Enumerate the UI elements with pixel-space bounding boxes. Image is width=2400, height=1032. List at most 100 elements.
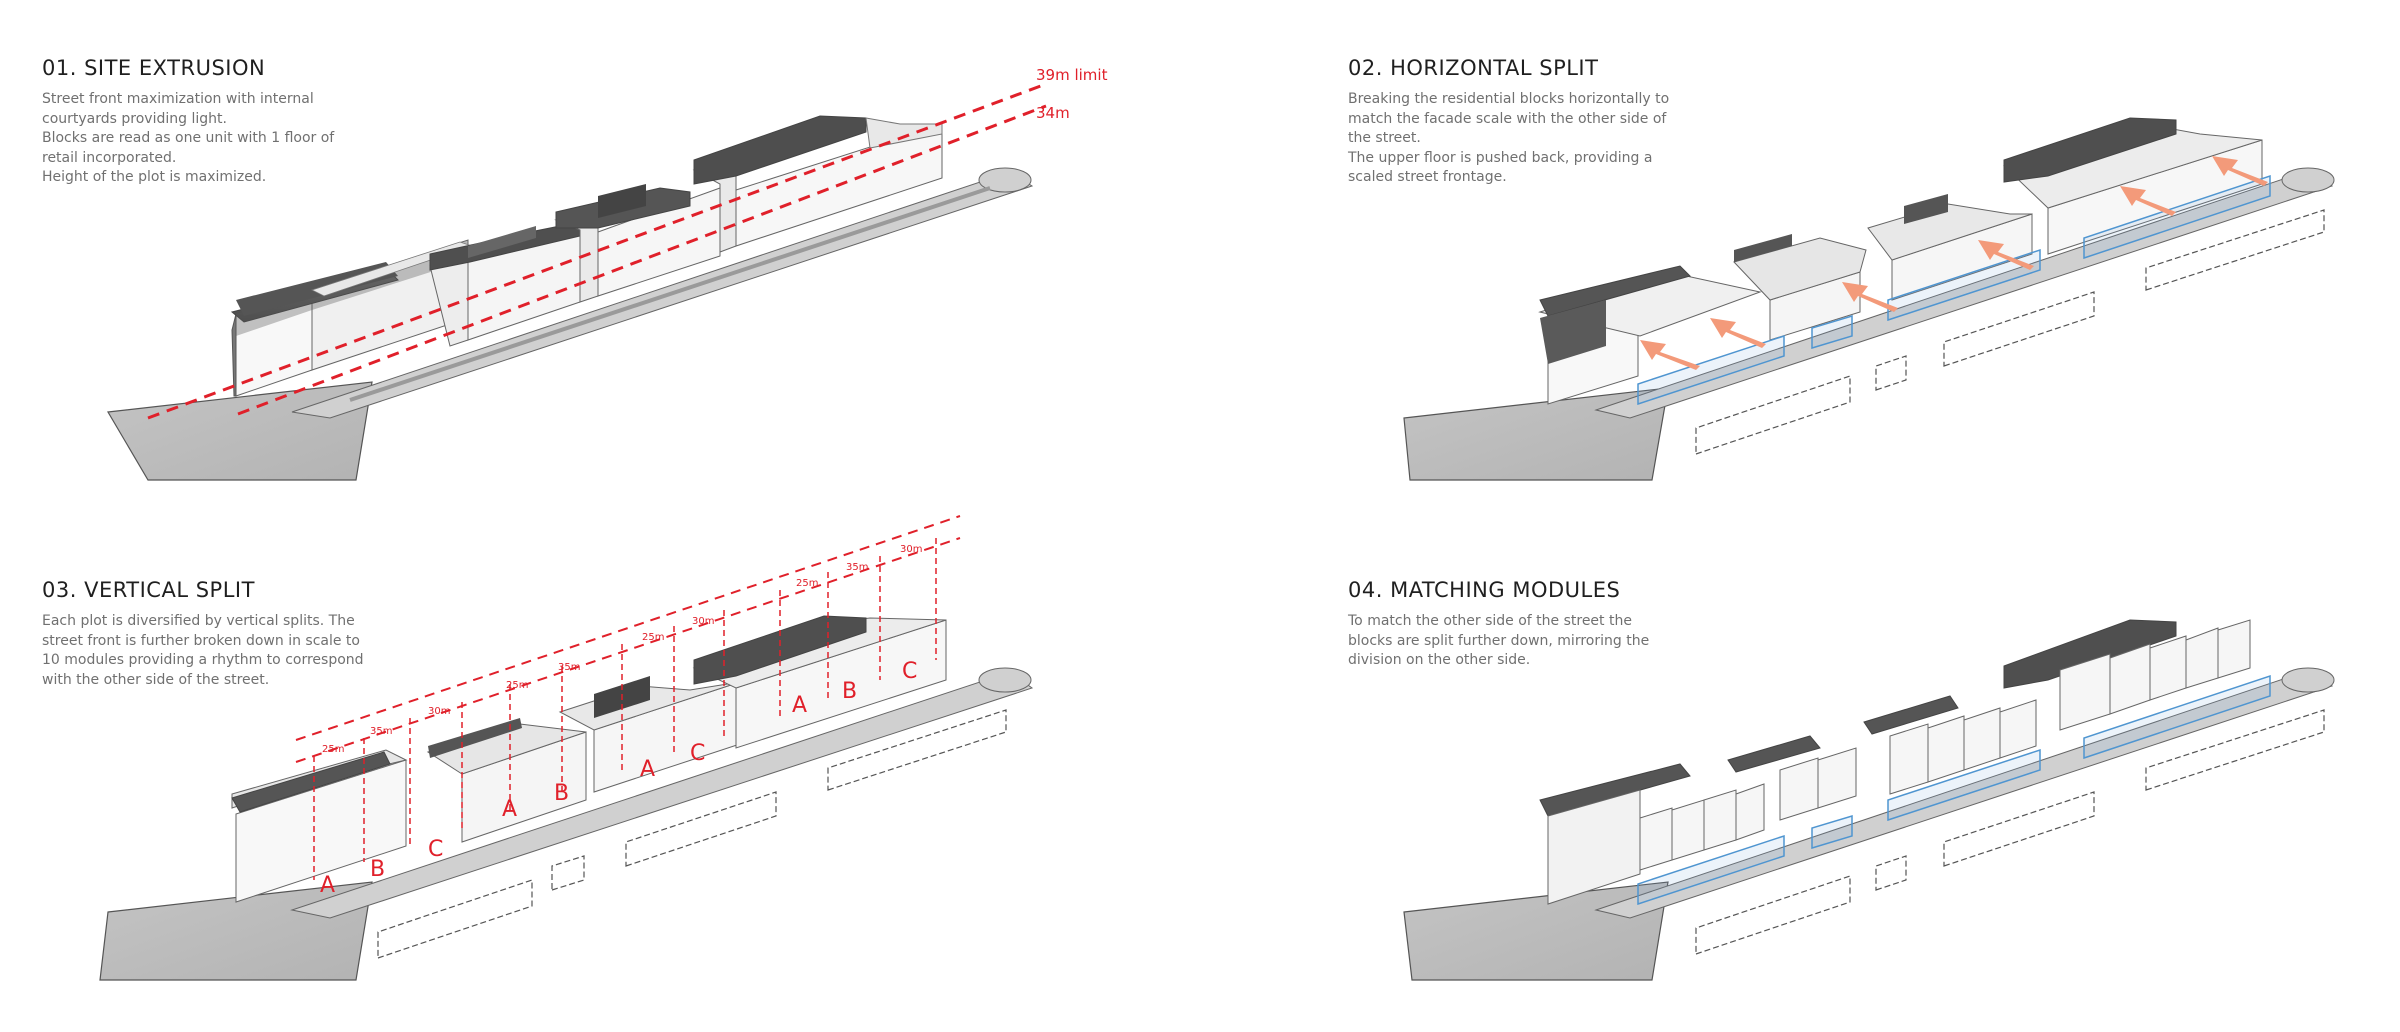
street-roundabout [2281,667,2335,693]
panel-2-title: 02. HORIZONTAL SPLIT [1348,56,1599,80]
building-roof [2003,619,2177,689]
dimension-label: 35m [846,562,868,573]
dimension-label: 35m [558,662,580,673]
building-roof [1727,735,1821,773]
module-letter: C [902,659,917,684]
panel-4-title: 04. MATCHING MODULES [1348,578,1621,602]
setback-arrow [1978,240,2034,270]
street-median [349,186,991,402]
dimension-label: 25m [506,680,528,691]
panel-4-description: To match the other side of the street th… [1348,612,1688,671]
dimension-label: 30m [900,544,922,555]
building-roof [598,184,646,218]
module-letter: A [640,757,655,782]
panel-1-drawing: 39m limit 34m [107,66,1108,481]
height-line-34m [237,104,1047,416]
panel-2-desc-line: scaled street frontage. [1348,169,1507,185]
height-limit-lines: 39m limit 34m [147,66,1108,420]
ground-plaza [1403,881,1669,981]
building-block [429,221,581,347]
dimension-label: 35m [370,726,392,737]
building-block [230,239,474,397]
panel-3-description: Each plot is diversified by vertical spl… [42,612,382,690]
dimension-label: 30m [428,706,450,717]
building-roof [468,226,536,258]
height-label-39m: 39m limit [1036,66,1108,84]
building-block [1867,194,2033,301]
building-roof [1539,265,1691,317]
panel-1-title: 01. SITE EXTRUSION [42,56,266,80]
opposite-side-blocks [1695,209,2325,455]
building-block [1863,695,1959,735]
street-strip [290,671,1034,919]
building-roof [1733,237,1867,301]
panel-2-description: Breaking the residential blocks horizont… [1348,90,1688,188]
module-letter: C [428,837,443,862]
module-boxes [1639,619,2251,871]
module-letter: A [320,873,335,898]
panel-3-desc-line: Each plot is diversified by vertical spl… [42,613,355,629]
street-roundabout [2281,167,2335,193]
setback-arrow [2120,186,2176,216]
setback-arrow [2212,156,2268,186]
building-roof [1904,194,1948,224]
dimension-baseline [295,515,961,741]
dimension-labels: 25m 35m 30m 25m 35m 25m 30m 25m 35m 30m [322,544,922,755]
panel-2-text: 02. HORIZONTAL SPLIT Breaking the reside… [1348,56,1688,188]
building-roof [693,115,867,185]
building-roof [428,718,522,758]
panel-4-drawing [1403,619,2335,981]
panel-4-desc-line: blocks are split further down, mirroring… [1348,632,1650,649]
panel-4-desc-line: To match the other side of the street th… [1348,613,1632,629]
panel-2-desc-line: The upper floor is pushed back, providin… [1348,149,1653,166]
building-block [2003,117,2263,255]
opposite-side-blocks [1695,709,2325,955]
vertical-split-lines [313,538,937,880]
street-roundabout [978,667,1032,693]
panel-3-desc-line: with the other side of the street. [42,671,270,688]
building-roof [2003,117,2177,183]
height-label-34m: 34m [1036,104,1070,122]
opposite-side-blocks [377,709,1007,959]
module-letter: A [502,797,517,822]
panel-3-desc-line: street front is further broken down in s… [42,632,360,649]
module-letter: B [370,857,385,882]
module-letter: A [792,693,807,718]
panel-4-desc-line: division on the other side. [1348,652,1531,668]
setback-arrow [1842,282,1898,312]
module-letter: C [690,741,705,766]
panel-1-desc-line: courtyards providing light. [42,110,227,127]
dimension-label: 25m [322,744,344,755]
building-roof [1540,300,1606,364]
panel-2-desc-line: Breaking the residential blocks horizont… [1348,91,1670,107]
building-block [554,184,721,303]
building-block [426,718,587,843]
dimension-label: 30m [692,616,714,627]
building-block [1539,763,1691,905]
panel-3-title: 03. VERTICAL SPLIT [42,578,255,602]
panel-4-text: 04. MATCHING MODULES To match the other … [1348,578,1688,671]
building-block [1727,735,1821,773]
panel-1-desc-line: Height of the plot is maximized. [42,169,267,185]
panel-1-text: 01. SITE EXTRUSION Street front maximiza… [42,56,362,188]
setback-arrow [1640,340,1700,370]
building-roof [231,751,391,813]
retail-podium-outline [1637,674,2271,906]
module-letters: A B C A B A C A B C [320,659,917,898]
street-roundabout [978,167,1032,193]
panel-3-drawing: 25m 35m 30m 25m 35m 25m 30m 25m 35m 30m … [99,515,1034,981]
street-strip [1594,669,2334,919]
panel-3-text: 03. VERTICAL SPLIT Each plot is diversif… [42,578,382,690]
panel-1-desc-line: Street front maximization with internal [42,91,314,107]
building-block [2003,619,2177,689]
building-block [1733,234,1867,341]
building-roof [1863,695,1959,735]
panel-2-desc-line: the street. [1348,130,1421,146]
module-letter: B [842,679,857,704]
building-roof [1734,234,1792,262]
dimension-label: 25m [642,632,664,643]
building-block [1538,265,1762,405]
panel-1-desc-line: retail incorporated. [42,149,177,166]
